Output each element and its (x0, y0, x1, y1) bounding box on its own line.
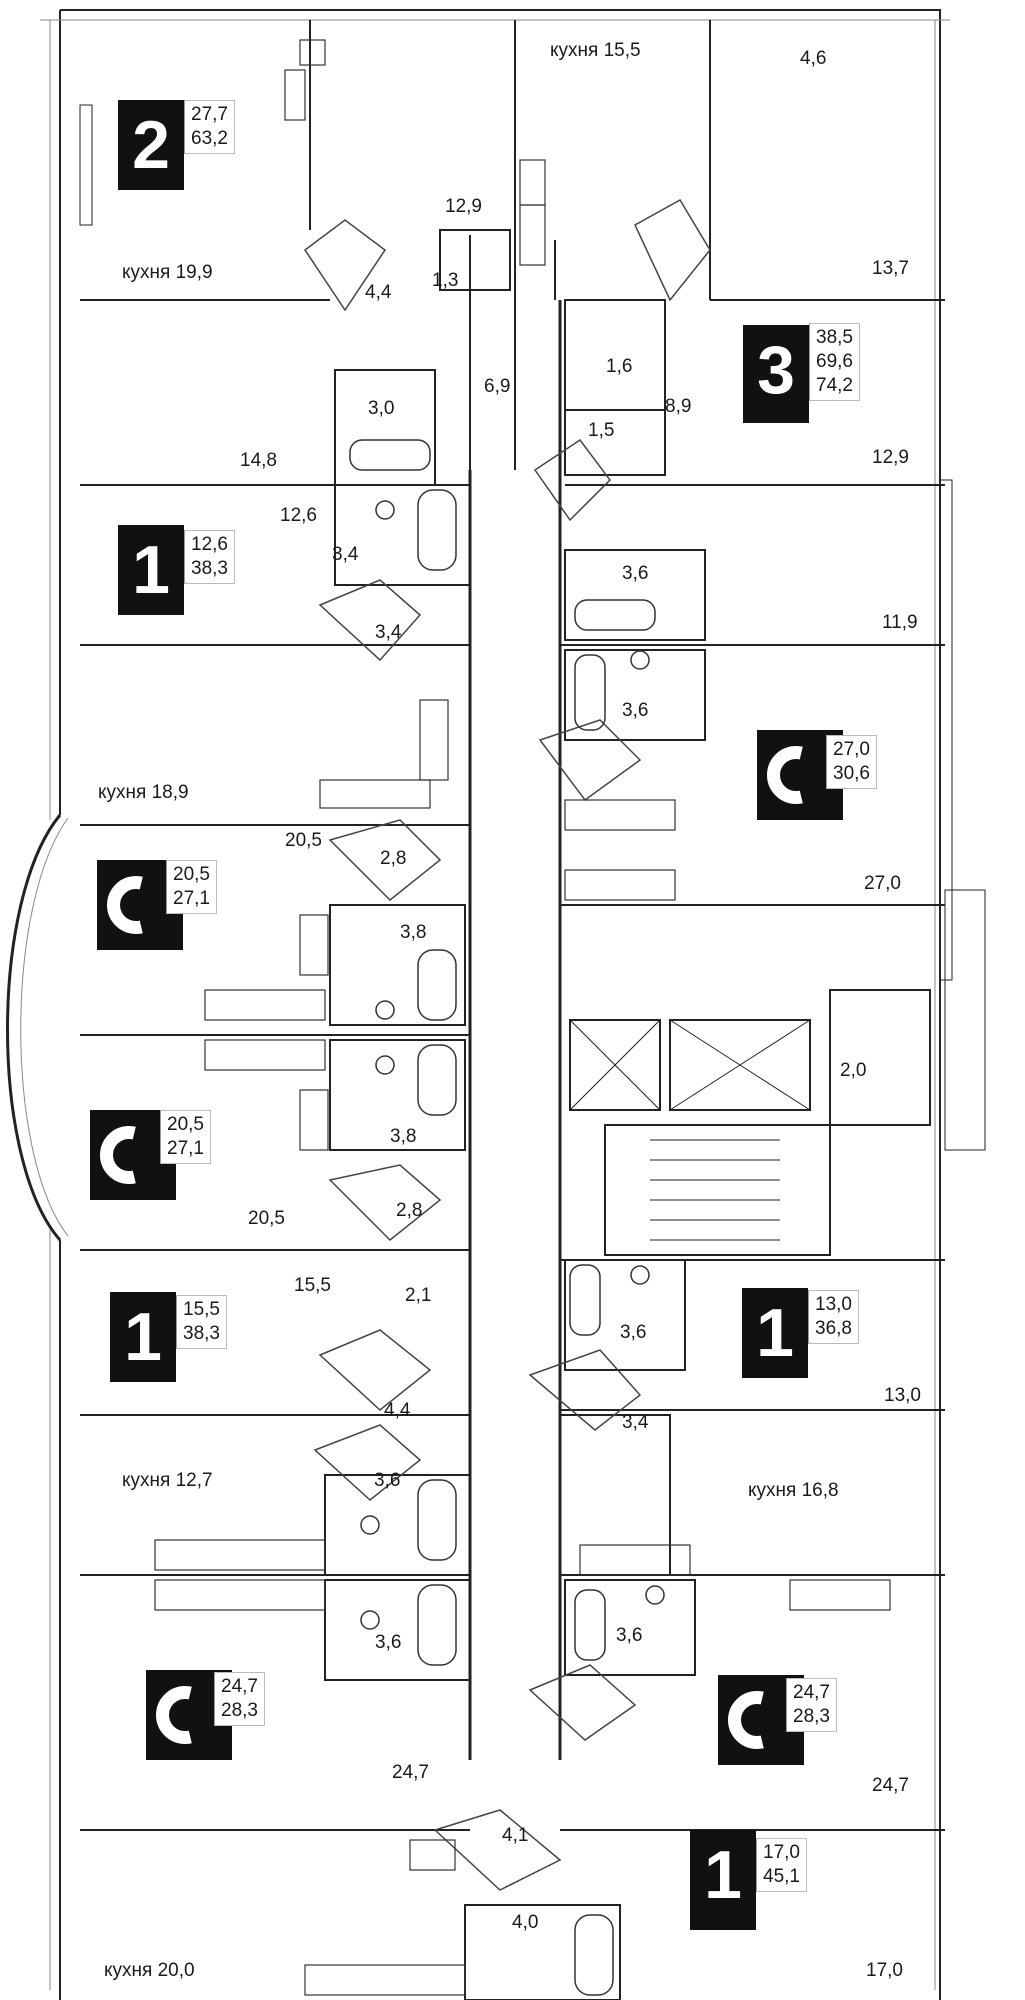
room-label: 4,6 (800, 48, 827, 69)
room-label: 2,1 (405, 1285, 432, 1306)
room-label: 3,4 (375, 622, 402, 643)
room-label: 24,7 (872, 1775, 909, 1796)
room-label: кухня 19,9 (122, 262, 213, 283)
studio-c-icon (100, 1126, 136, 1184)
room-label: 12,9 (445, 196, 482, 217)
room-label: 20,5 (285, 830, 322, 851)
apartment-type-badge: 1 (690, 1830, 756, 1930)
room-label: 1,6 (606, 356, 633, 377)
apartment-type-badge: 3 (743, 325, 809, 423)
studio-c-icon (107, 876, 143, 934)
room-label: кухня 15,5 (550, 40, 641, 61)
room-label: 3,6 (620, 1322, 647, 1343)
room-label: 12,6 (280, 505, 317, 526)
room-label: 2,8 (396, 1200, 423, 1221)
room-label: 3,6 (622, 700, 649, 721)
studio-c-icon (767, 746, 803, 804)
room-label: 12,9 (872, 447, 909, 468)
room-label: 13,7 (872, 258, 909, 279)
room-label: 1,5 (588, 420, 615, 441)
room-label: кухня 20,0 (104, 1960, 195, 1981)
room-label: 2,0 (840, 1060, 867, 1081)
studio-c-icon (728, 1691, 764, 1749)
room-label: 4,4 (384, 1400, 411, 1421)
outer-wall (60, 9, 941, 2000)
room-label: 3,0 (368, 398, 395, 419)
room-label: кухня 16,8 (748, 1480, 839, 1501)
room-label: 17,0 (866, 1960, 903, 1981)
room-label: 3,8 (400, 922, 427, 943)
room-label: 3,4 (332, 544, 359, 565)
room-label: 1,3 (432, 270, 459, 291)
room-label: 6,9 (484, 376, 511, 397)
room-label: кухня 12,7 (122, 1470, 213, 1491)
room-label: 3,8 (390, 1126, 417, 1147)
room-label: 3,6 (616, 1625, 643, 1646)
room-label: 3,6 (374, 1470, 401, 1491)
apartment-type-badge: 1 (742, 1288, 808, 1378)
apartment-type-badge: 2 (118, 100, 184, 190)
room-label: 4,4 (365, 282, 392, 303)
apartment-type-badge: 1 (118, 525, 184, 615)
room-label: 4,1 (502, 1825, 529, 1846)
room-label: 27,0 (864, 873, 901, 894)
room-label: 8,9 (665, 396, 692, 417)
studio-badge (97, 860, 183, 950)
room-label: 3,4 (622, 1412, 649, 1433)
room-label: 11,9 (882, 612, 918, 633)
studio-c-icon (156, 1686, 192, 1744)
room-label: 3,6 (375, 1632, 402, 1653)
room-label: 3,6 (622, 563, 649, 584)
room-label: 15,5 (294, 1275, 331, 1296)
room-label: кухня 18,9 (98, 782, 189, 803)
room-label: 24,7 (392, 1762, 429, 1783)
room-label: 2,8 (380, 848, 407, 869)
apartment-type-badge: 1 (110, 1292, 176, 1382)
room-label: 13,0 (884, 1385, 921, 1406)
room-label: 4,0 (512, 1912, 539, 1933)
room-label: 20,5 (248, 1208, 285, 1229)
room-label: 14,8 (240, 450, 277, 471)
